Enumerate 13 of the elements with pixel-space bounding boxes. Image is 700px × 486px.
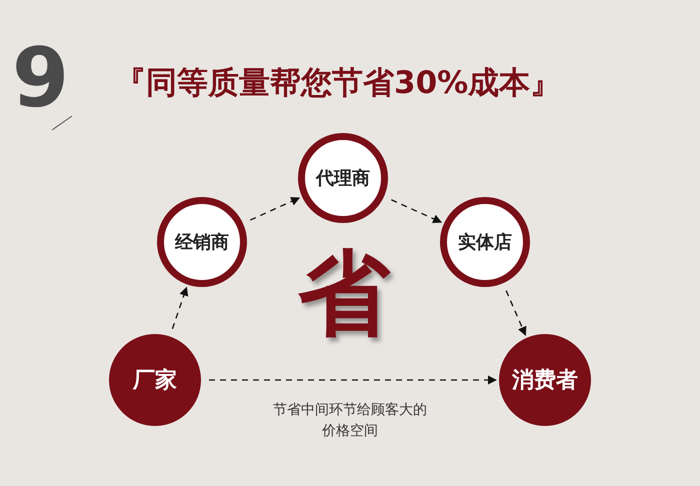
dashed-arrow	[391, 199, 442, 224]
node-label: 厂家	[133, 366, 177, 395]
dashed-arrow	[209, 375, 497, 385]
dashed-arrow	[250, 197, 300, 221]
big-character: 省	[298, 248, 390, 340]
dashed-arrow	[172, 286, 188, 330]
title: 『同等质量帮您节省30%成本』	[115, 64, 562, 103]
dashed-arrow	[506, 290, 526, 336]
node-label: 消费者	[512, 367, 578, 395]
step-number: 9	[12, 38, 70, 120]
node-label: 经销商	[175, 231, 229, 254]
node-label: 代理商	[316, 167, 370, 190]
node-label: 实体店	[458, 231, 512, 254]
